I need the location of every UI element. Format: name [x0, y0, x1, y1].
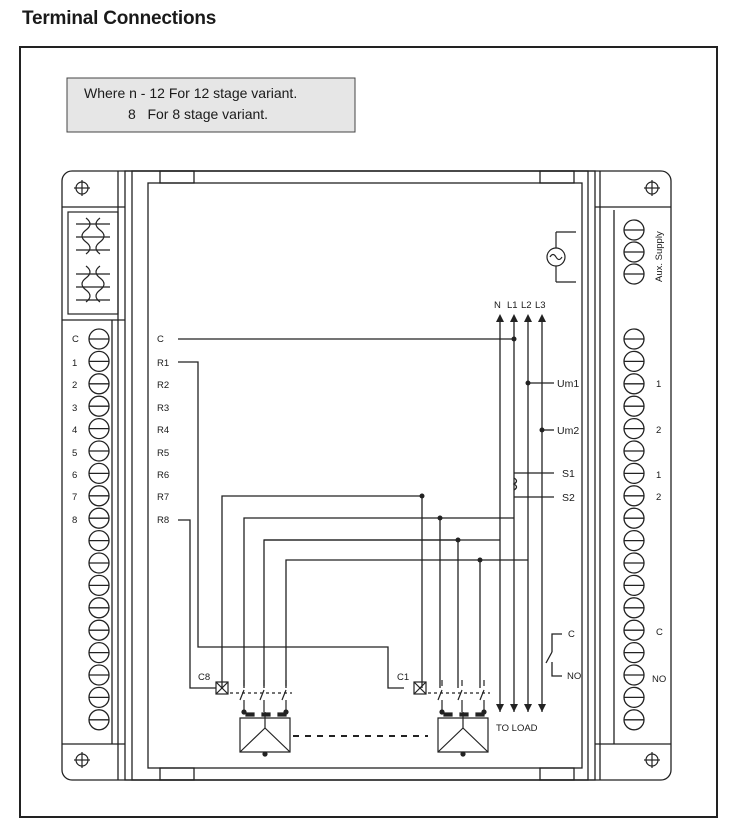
to-load-label: TO LOAD [496, 723, 538, 734]
junction-dot [460, 751, 466, 757]
junction-dot [262, 751, 268, 757]
relay-label: C [568, 629, 575, 640]
measure-label: S1 [562, 468, 575, 480]
phase-label: L1 [507, 300, 518, 311]
capacitor-delta [239, 727, 266, 753]
discharge-resistor [443, 712, 453, 717]
left-terminal-labels: C 1 2 3 4 5 6 7 8 [72, 334, 79, 526]
contact-pole [437, 689, 443, 701]
discharge-resistor [261, 712, 271, 717]
note-line1: Where n - 12 For 12 stage variant. [84, 85, 297, 101]
contactor-cross [413, 681, 427, 695]
aux-supply-terminals [623, 219, 645, 285]
discharge-resistor [459, 712, 469, 717]
signal-label: R1 [157, 358, 169, 369]
junction-dots [419, 336, 545, 563]
measure-label: Um1 [557, 378, 579, 390]
phase-label: L2 [521, 300, 532, 311]
junction-dot [481, 709, 487, 715]
phase-label: L3 [535, 300, 546, 311]
to-load-arrows [496, 314, 546, 712]
left-terminal-label: 2 [72, 380, 77, 391]
left-terminal-label: 8 [72, 515, 77, 526]
contactor-coil [215, 681, 229, 695]
phase-labels: N L1 L2 L3 [494, 300, 546, 311]
relay-label: NO [567, 671, 581, 682]
capacitor-delta [264, 727, 291, 753]
signal-label: R8 [157, 515, 169, 526]
left-terminal-label: 4 [72, 425, 77, 436]
left-terminal-label: 6 [72, 470, 77, 481]
right-terminal-label: C [656, 627, 663, 638]
note-line2: 8 For 8 stage variant. [128, 106, 268, 122]
left-terminal-label: 5 [72, 448, 77, 459]
capacitor-delta [462, 727, 489, 753]
left-terminal-label: 3 [72, 403, 77, 414]
left-terminal-label: 7 [72, 492, 77, 503]
signal-label: R3 [157, 403, 169, 414]
contact-pole [259, 689, 265, 701]
left-terminal-label: 1 [72, 358, 77, 369]
signal-label: R2 [157, 380, 169, 391]
signal-label: C [157, 334, 164, 345]
junction-dot [283, 709, 289, 715]
measure-label: Um2 [557, 425, 579, 437]
page-title: Terminal Connections [22, 8, 217, 29]
measure-label: S2 [562, 492, 575, 504]
signal-labels: C R1 R2 R3 R4 R5 R6 R7 R8 [157, 334, 169, 526]
right-terminal-label: NO [652, 674, 666, 685]
junction-dot [439, 709, 445, 715]
capacitor-label: C1 [397, 672, 409, 683]
contactor-cross [215, 681, 229, 695]
right-terminal-labels: 1 2 1 2 C NO [652, 379, 666, 685]
right-terminal-label: 1 [656, 379, 661, 390]
phase-label: N [494, 300, 501, 311]
outer-frame [19, 46, 718, 818]
left-terminal-strip [88, 328, 110, 731]
fuse-block [67, 211, 119, 315]
ac-supply-symbol [546, 231, 576, 283]
device-housing [61, 170, 672, 781]
right-terminal-label: 2 [656, 425, 661, 436]
right-terminal-strip [623, 328, 645, 731]
signal-label: R4 [157, 425, 169, 436]
junction-dot [241, 709, 247, 715]
left-terminal-label: C [72, 334, 79, 345]
contact-pole [281, 689, 287, 701]
contact-pole [479, 689, 485, 701]
mounting-holes [74, 180, 660, 768]
signal-label: R6 [157, 470, 169, 481]
note-box [66, 77, 356, 133]
relay-contact [545, 633, 562, 677]
capacitor-stages [215, 680, 490, 757]
capacitor-delta [437, 727, 464, 753]
discharge-resistor [245, 712, 255, 717]
right-terminal-label: 1 [656, 470, 661, 481]
capacitor-label: C8 [198, 672, 210, 683]
signal-label: R5 [157, 448, 169, 459]
signal-label: R7 [157, 492, 169, 503]
aux-supply-label: Aux. Supply [654, 231, 665, 282]
wiring [178, 318, 554, 712]
right-terminal-label: 2 [656, 492, 661, 503]
contact-pole [457, 689, 463, 701]
contact-pole [239, 689, 245, 701]
contactor-coil [413, 681, 427, 695]
